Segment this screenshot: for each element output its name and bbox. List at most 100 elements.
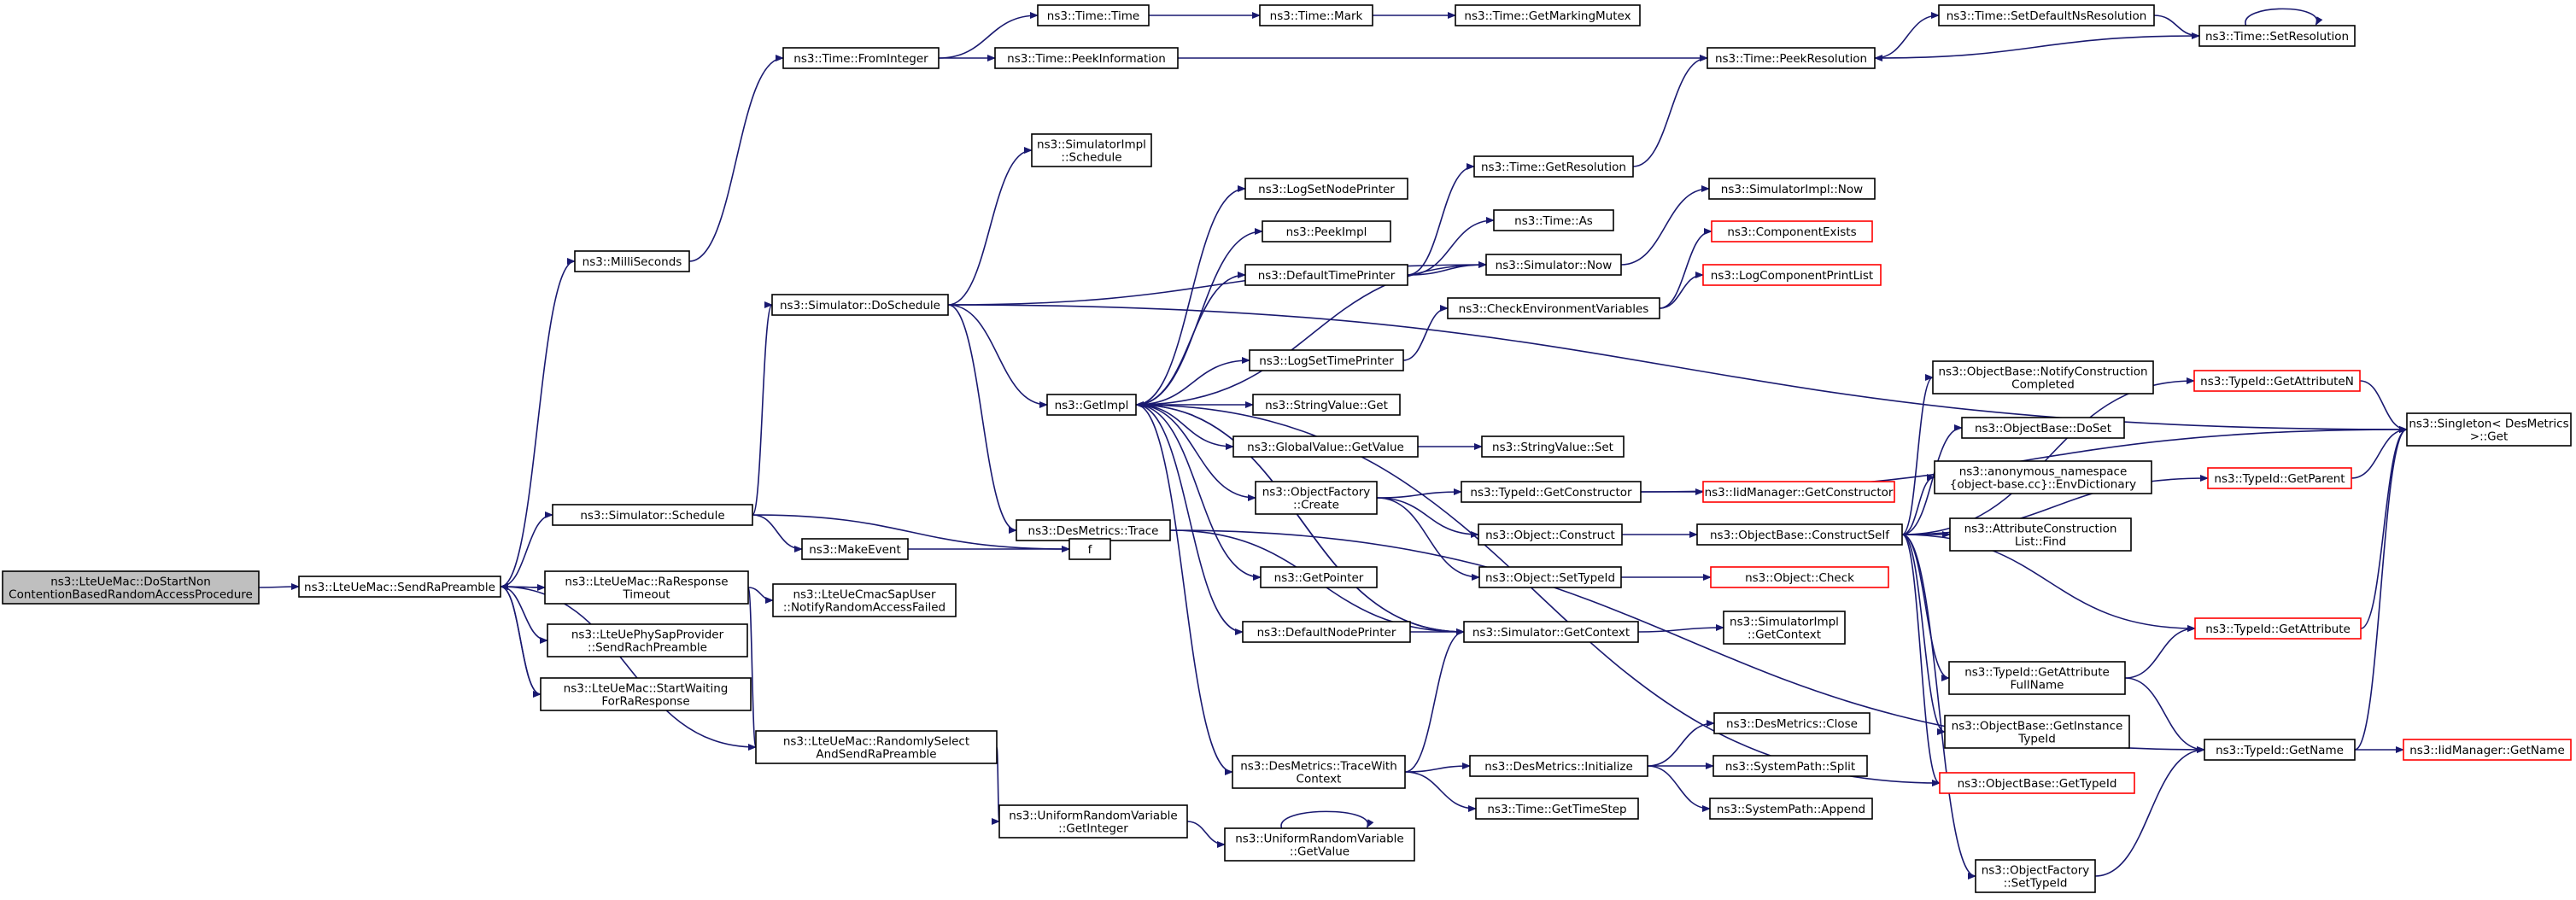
node-label: ns3::DesMetrics::Trace [1028,524,1159,538]
node-box [1938,4,2155,26]
node-label: ns3::PeekImpl [1286,225,1367,239]
node-label: ns3::LteUeMac::RaResponse [565,576,728,589]
node-simImplNow[interactable]: ns3::SimulatorImpl::Now [1708,178,1876,200]
edge-simulatorSchedule-to-makeEvent [752,514,803,552]
node-desMetricsInitialize[interactable]: ns3::DesMetrics::Initialize [1469,755,1648,777]
node-makeEvent[interactable]: ns3::MakeEvent [801,538,909,560]
node-objectSetTypeId[interactable]: ns3::Object::SetTypeId [1478,566,1622,588]
node-objectConstruct[interactable]: ns3::Object::Construct [1478,523,1623,546]
node-defaultNodePrinter[interactable]: ns3::DefaultNodePrinter [1242,621,1411,643]
node-globalValueGetValue[interactable]: ns3::GlobalValue::GetValue [1232,435,1419,458]
node-label: ns3::TypeId::GetAttribute [1964,666,2110,680]
node-box [801,538,909,560]
node-simulatorGetContext[interactable]: ns3::Simulator::GetContext [1463,621,1639,643]
node-timeTime[interactable]: ns3::Time::Time [1037,4,1150,26]
node-milliSeconds[interactable]: ns3::MilliSeconds [574,250,690,272]
node-simImplSchedule[interactable]: ns3::SimulatorImpl::Schedule [1031,133,1152,167]
node-setDefaultNsResolution[interactable]: ns3::Time::SetDefaultNsResolution [1938,4,2155,26]
node-sendRaPreamble[interactable]: ns3::LteUeMac::SendRaPreamble [298,576,501,598]
node-getResolution[interactable]: ns3::Time::GetResolution [1473,155,1634,178]
node-box [1478,566,1622,588]
node-checkEnvVars[interactable]: ns3::CheckEnvironmentVariables [1447,297,1660,319]
node-label: ns3::IidManager::GetName [2409,744,2565,757]
node-stringValueGet[interactable]: ns3::StringValue::Get [1252,394,1401,416]
node-typeIdGetParent[interactable]: ns3::TypeId::GetParent [2207,467,2352,489]
node-desMetricsClose[interactable]: ns3::DesMetrics::Close [1713,712,1871,734]
node-doSchedule[interactable]: ns3::Simulator::DoSchedule [771,294,949,316]
node-iidManagerGetName[interactable]: ns3::IidManager::GetName [2403,739,2572,761]
node-getTimeStep[interactable]: ns3::Time::GetTimeStep [1475,798,1639,820]
node-notifyRandomAccessFailed[interactable]: ns3::LteUeCmacSapUser::NotifyRandomAcces… [772,583,957,617]
node-label: ns3::UniformRandomVariable [1235,833,1404,846]
node-peekImpl[interactable]: ns3::PeekImpl [1262,220,1391,243]
node-componentExists[interactable]: ns3::ComponentExists [1711,220,1873,243]
node-objectFactorySetTypeId[interactable]: ns3::ObjectFactory::SetTypeId [1975,859,2096,893]
node-constructSelf[interactable]: ns3::ObjectBase::ConstructSelf [1696,523,1903,546]
node-fNode[interactable]: f [1068,538,1111,560]
node-logSetNodePrinter[interactable]: ns3::LogSetNodePrinter [1244,178,1408,200]
node-label: ns3::LteUeMac::StartWaiting [564,682,729,696]
node-objectFactoryCreate[interactable]: ns3::ObjectFactory::Create [1255,481,1378,515]
node-box [1702,481,1895,503]
node-typeIdGetAttribute[interactable]: ns3::TypeId::GetAttribute [2194,617,2362,640]
edge-setResolution-to-setResolution [2245,8,2323,26]
node-fromInteger[interactable]: ns3::Time::FromInteger [782,47,940,69]
node-notifyConstructionCompleted[interactable]: ns3::ObjectBase::NotifyConstructionCompl… [1932,360,2154,394]
node-iidManagerGetConstructor[interactable]: ns3::IidManager::GetConstructor [1702,481,1895,503]
node-label: {object-base.cc}::EnvDictionary [1950,478,2136,492]
node-envDictionary[interactable]: ns3::anonymous_namespace{object-base.cc}… [1934,460,2152,494]
node-randomlySelect[interactable]: ns3::LteUeMac::RandomlySelectAndSendRaPr… [755,730,998,764]
node-stringValueSet[interactable]: ns3::StringValue::Set [1481,435,1625,458]
node-singletonGet[interactable]: ns3::Singleton< DesMetrics>::Get [2406,412,2572,447]
node-box [1252,394,1401,416]
node-objectCheck[interactable]: ns3::Object::Check [1710,566,1889,588]
edge-defaultTimePrinter-to-timeAs [1407,217,1495,276]
node-label: ns3::MilliSeconds [583,255,682,269]
node-timeAs[interactable]: ns3::Time::As [1493,209,1614,231]
node-box [1961,417,2125,439]
node-peekResolution[interactable]: ns3::Time::PeekResolution [1707,47,1876,69]
node-systemPathAppend[interactable]: ns3::SystemPath::Append [1709,798,1873,820]
node-timeMark[interactable]: ns3::Time::Mark [1259,4,1373,26]
node-objectBaseDoSet[interactable]: ns3::ObjectBase::DoSet [1961,417,2125,439]
node-desMetricsTrace[interactable]: ns3::DesMetrics::Trace [1016,519,1171,541]
edge-setDefaultNsResolution-to-setResolution [2153,15,2200,39]
node-defaultTimePrinter[interactable]: ns3::DefaultTimePrinter [1244,264,1408,286]
node-simulatorNow[interactable]: ns3::Simulator::Now [1485,254,1622,276]
edge-peekResolution-to-setDefaultNsResolution [1874,12,1940,59]
node-sendRachPreamble[interactable]: ns3::LteUePhySapProvider::SendRachPreamb… [547,623,748,657]
node-logSetTimePrinter[interactable]: ns3::LogSetTimePrinter [1249,349,1404,371]
edge-getImpl-to-getPointer [1135,404,1262,581]
edge-constructSelf-to-objectBaseGetTypeId [1901,534,1941,786]
node-simImplGetContext[interactable]: ns3::SimulatorImpl::GetContext [1723,611,1846,645]
node-typeIdGetAttributeN[interactable]: ns3::TypeId::GetAttributeN [2193,370,2361,392]
node-box [540,677,752,711]
node-simulatorSchedule[interactable]: ns3::Simulator::Schedule [552,504,753,526]
node-label: ns3::ObjectBase::GetInstance [1952,720,2123,733]
node-systemPathSplit[interactable]: ns3::SystemPath::Split [1712,755,1868,777]
node-label: ns3::Time::Time [1047,9,1139,23]
node-box [1232,435,1419,458]
node-getMarkingMutex[interactable]: ns3::Time::GetMarkingMutex [1455,4,1641,26]
node-getImpl[interactable]: ns3::GetImpl [1046,394,1137,416]
node-setResolution[interactable]: ns3::Time::SetResolution [2198,25,2356,47]
node-box [772,583,957,617]
node-typeIdGetConstructor[interactable]: ns3::TypeId::GetConstructor [1461,481,1642,503]
node-logComponentPrintList[interactable]: ns3::LogComponentPrintList [1702,264,1882,286]
node-label: ns3::GlobalValue::GetValue [1247,441,1404,454]
node-objectBaseGetTypeId[interactable]: ns3::ObjectBase::GetTypeId [1939,772,2135,794]
node-label: ns3::LteUeMac::RandomlySelect [783,735,969,749]
node-root[interactable]: ns3::LteUeMac::DoStartNonContentionBased… [2,570,260,605]
node-typeIdGetName[interactable]: ns3::TypeId::GetName [2204,739,2356,761]
node-peekInformation[interactable]: ns3::Time::PeekInformation [994,47,1179,69]
edge-constructSelf-to-typeIdGetAttributeN [1901,377,2195,535]
node-uniformGetInteger[interactable]: ns3::UniformRandomVariable::GetInteger [998,804,1188,839]
node-getPointer[interactable]: ns3::GetPointer [1260,566,1378,588]
node-uniformGetValue[interactable]: ns3::UniformRandomVariable::GetValue [1224,827,1415,862]
